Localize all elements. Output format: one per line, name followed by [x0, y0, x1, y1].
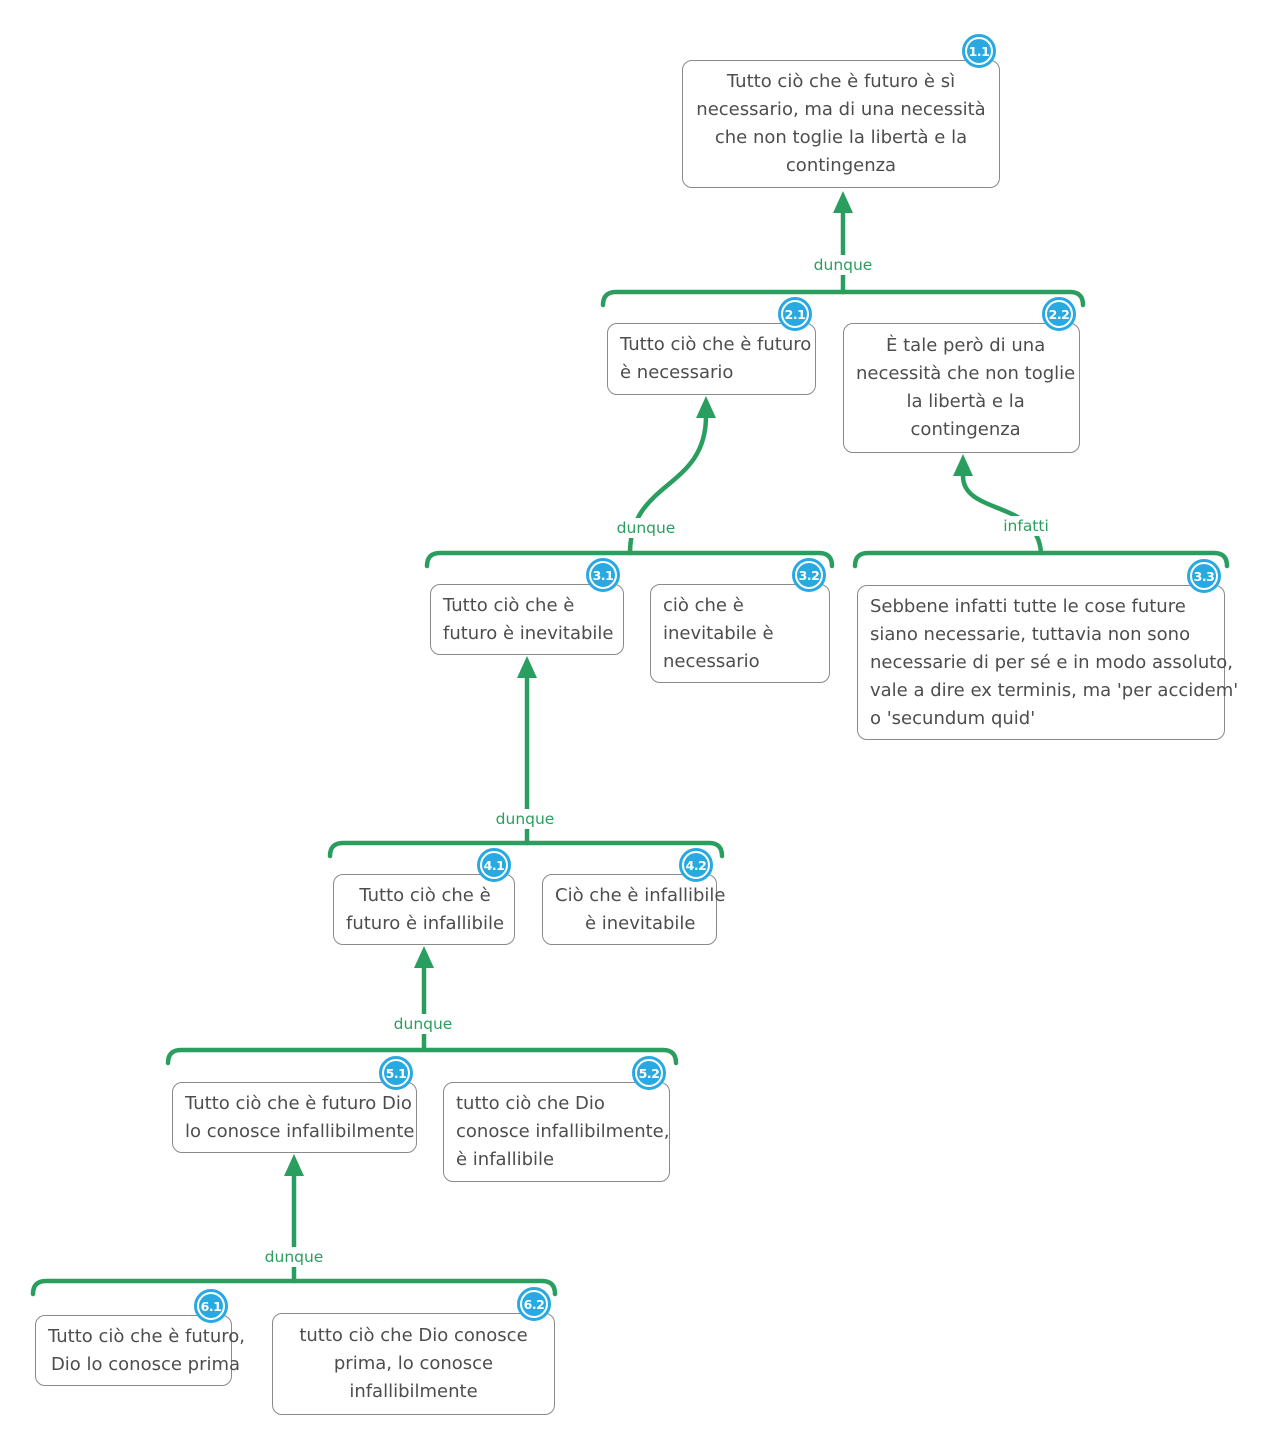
- node-badge: 6.2: [517, 1287, 551, 1321]
- node-6-2[interactable]: 6.2 tutto ciò che Dio conosce prima, lo …: [272, 1287, 555, 1415]
- edge-label-dunque-3[interactable]: dunque: [491, 809, 559, 829]
- node-text: Tutto ciò che è futuro è infallibile: [346, 884, 505, 934]
- node-badge-number: 6.1: [199, 1294, 223, 1318]
- node-badge: 2.2: [1042, 297, 1076, 331]
- node-text: ciò che è inevitabile è necessario: [663, 594, 774, 672]
- node-4-2[interactable]: 4.2 Ciò che è infallibile è inevitabile: [542, 848, 725, 945]
- node-badge: 5.1: [379, 1056, 413, 1090]
- node-badge: 3.3: [1187, 559, 1221, 593]
- node-badge-number: 2.1: [783, 302, 807, 326]
- arrowhead-to-1-1: [833, 191, 853, 213]
- node-text: Ciò che è infallibile è inevitabile: [555, 884, 726, 934]
- node-badge: 3.2: [792, 558, 826, 592]
- node-badge: 4.1: [477, 848, 511, 882]
- arrowhead-to-3-1: [517, 656, 537, 678]
- node-badge: 2.1: [778, 297, 812, 331]
- node-text: Tutto ciò che è futuro è sì necessario, …: [696, 71, 986, 176]
- node-4-1[interactable]: 4.1 Tutto ciò che è futuro è infallibile: [333, 848, 515, 945]
- arrow-to-2-2: [960, 473, 1044, 556]
- node-badge-number: 3.1: [591, 563, 615, 587]
- arrowhead-to-2-1: [696, 396, 716, 418]
- edge-label-dunque-4[interactable]: dunque: [389, 1014, 457, 1034]
- node-badge: 6.1: [194, 1289, 228, 1323]
- node-text: Tutto ciò che è futuro è inevitabile: [443, 594, 614, 644]
- node-badge-number: 5.2: [637, 1061, 661, 1085]
- node-2-2[interactable]: 2.2 È tale però di una necessità che non…: [843, 297, 1080, 453]
- arrowhead-to-5-1: [284, 1154, 304, 1176]
- node-badge: 5.2: [632, 1056, 666, 1090]
- node-badge-number: 4.2: [684, 853, 708, 877]
- edge-label-infatti[interactable]: infatti: [999, 516, 1053, 536]
- arrowhead-to-2-2: [953, 454, 973, 476]
- node-text: È tale però di una necessità che non tog…: [856, 335, 1076, 440]
- node-badge-number: 1.1: [967, 39, 991, 63]
- edge-label-dunque-2[interactable]: dunque: [612, 518, 680, 538]
- node-badge-number: 4.1: [482, 853, 506, 877]
- node-badge-number: 3.3: [1192, 564, 1216, 588]
- node-badge: 3.1: [586, 558, 620, 592]
- node-5-1[interactable]: 5.1 Tutto ciò che è futuro Dio lo conosc…: [172, 1056, 417, 1153]
- node-badge: 4.2: [679, 848, 713, 882]
- arrowhead-to-4-1: [414, 946, 434, 968]
- node-3-3[interactable]: 3.3 Sebbene infatti tutte le cose future…: [857, 559, 1238, 740]
- node-text: Sebbene infatti tutte le cose future sia…: [870, 595, 1239, 729]
- bracket-group-5: [165, 1047, 679, 1066]
- node-text: Tutto ciò che è futuro Dio lo conosce in…: [185, 1092, 415, 1142]
- node-3-1[interactable]: 3.1 Tutto ciò che è futuro è inevitabile: [430, 558, 624, 655]
- node-6-1[interactable]: 6.1 Tutto ciò che è futuro, Dio lo conos…: [35, 1289, 245, 1386]
- node-1-1[interactable]: 1.1 Tutto ciò che è futuro è sì necessar…: [682, 34, 1000, 188]
- node-badge: 1.1: [962, 34, 996, 68]
- node-2-1[interactable]: 2.1 Tutto ciò che è futuro è necessario: [607, 297, 816, 395]
- node-5-2[interactable]: 5.2 tutto ciò che Dio conosce infallibil…: [443, 1056, 670, 1182]
- node-text: Tutto ciò che è futuro è necessario: [620, 334, 812, 383]
- node-badge-number: 6.2: [522, 1292, 546, 1316]
- node-text: Tutto ciò che è futuro, Dio lo conosce p…: [48, 1325, 245, 1375]
- node-text: tutto ciò che Dio conosce prima, lo cono…: [299, 1325, 528, 1402]
- node-3-2[interactable]: 3.2 ciò che è inevitabile è necessario: [650, 558, 830, 683]
- edge-label-dunque-1[interactable]: dunque: [809, 255, 877, 275]
- node-badge-number: 2.2: [1047, 302, 1071, 326]
- node-badge-number: 5.1: [384, 1061, 408, 1085]
- edge-label-dunque-5[interactable]: dunque: [260, 1247, 328, 1267]
- node-text: tutto ciò che Dio conosce infallibilment…: [456, 1093, 670, 1170]
- node-badge-number: 3.2: [797, 563, 821, 587]
